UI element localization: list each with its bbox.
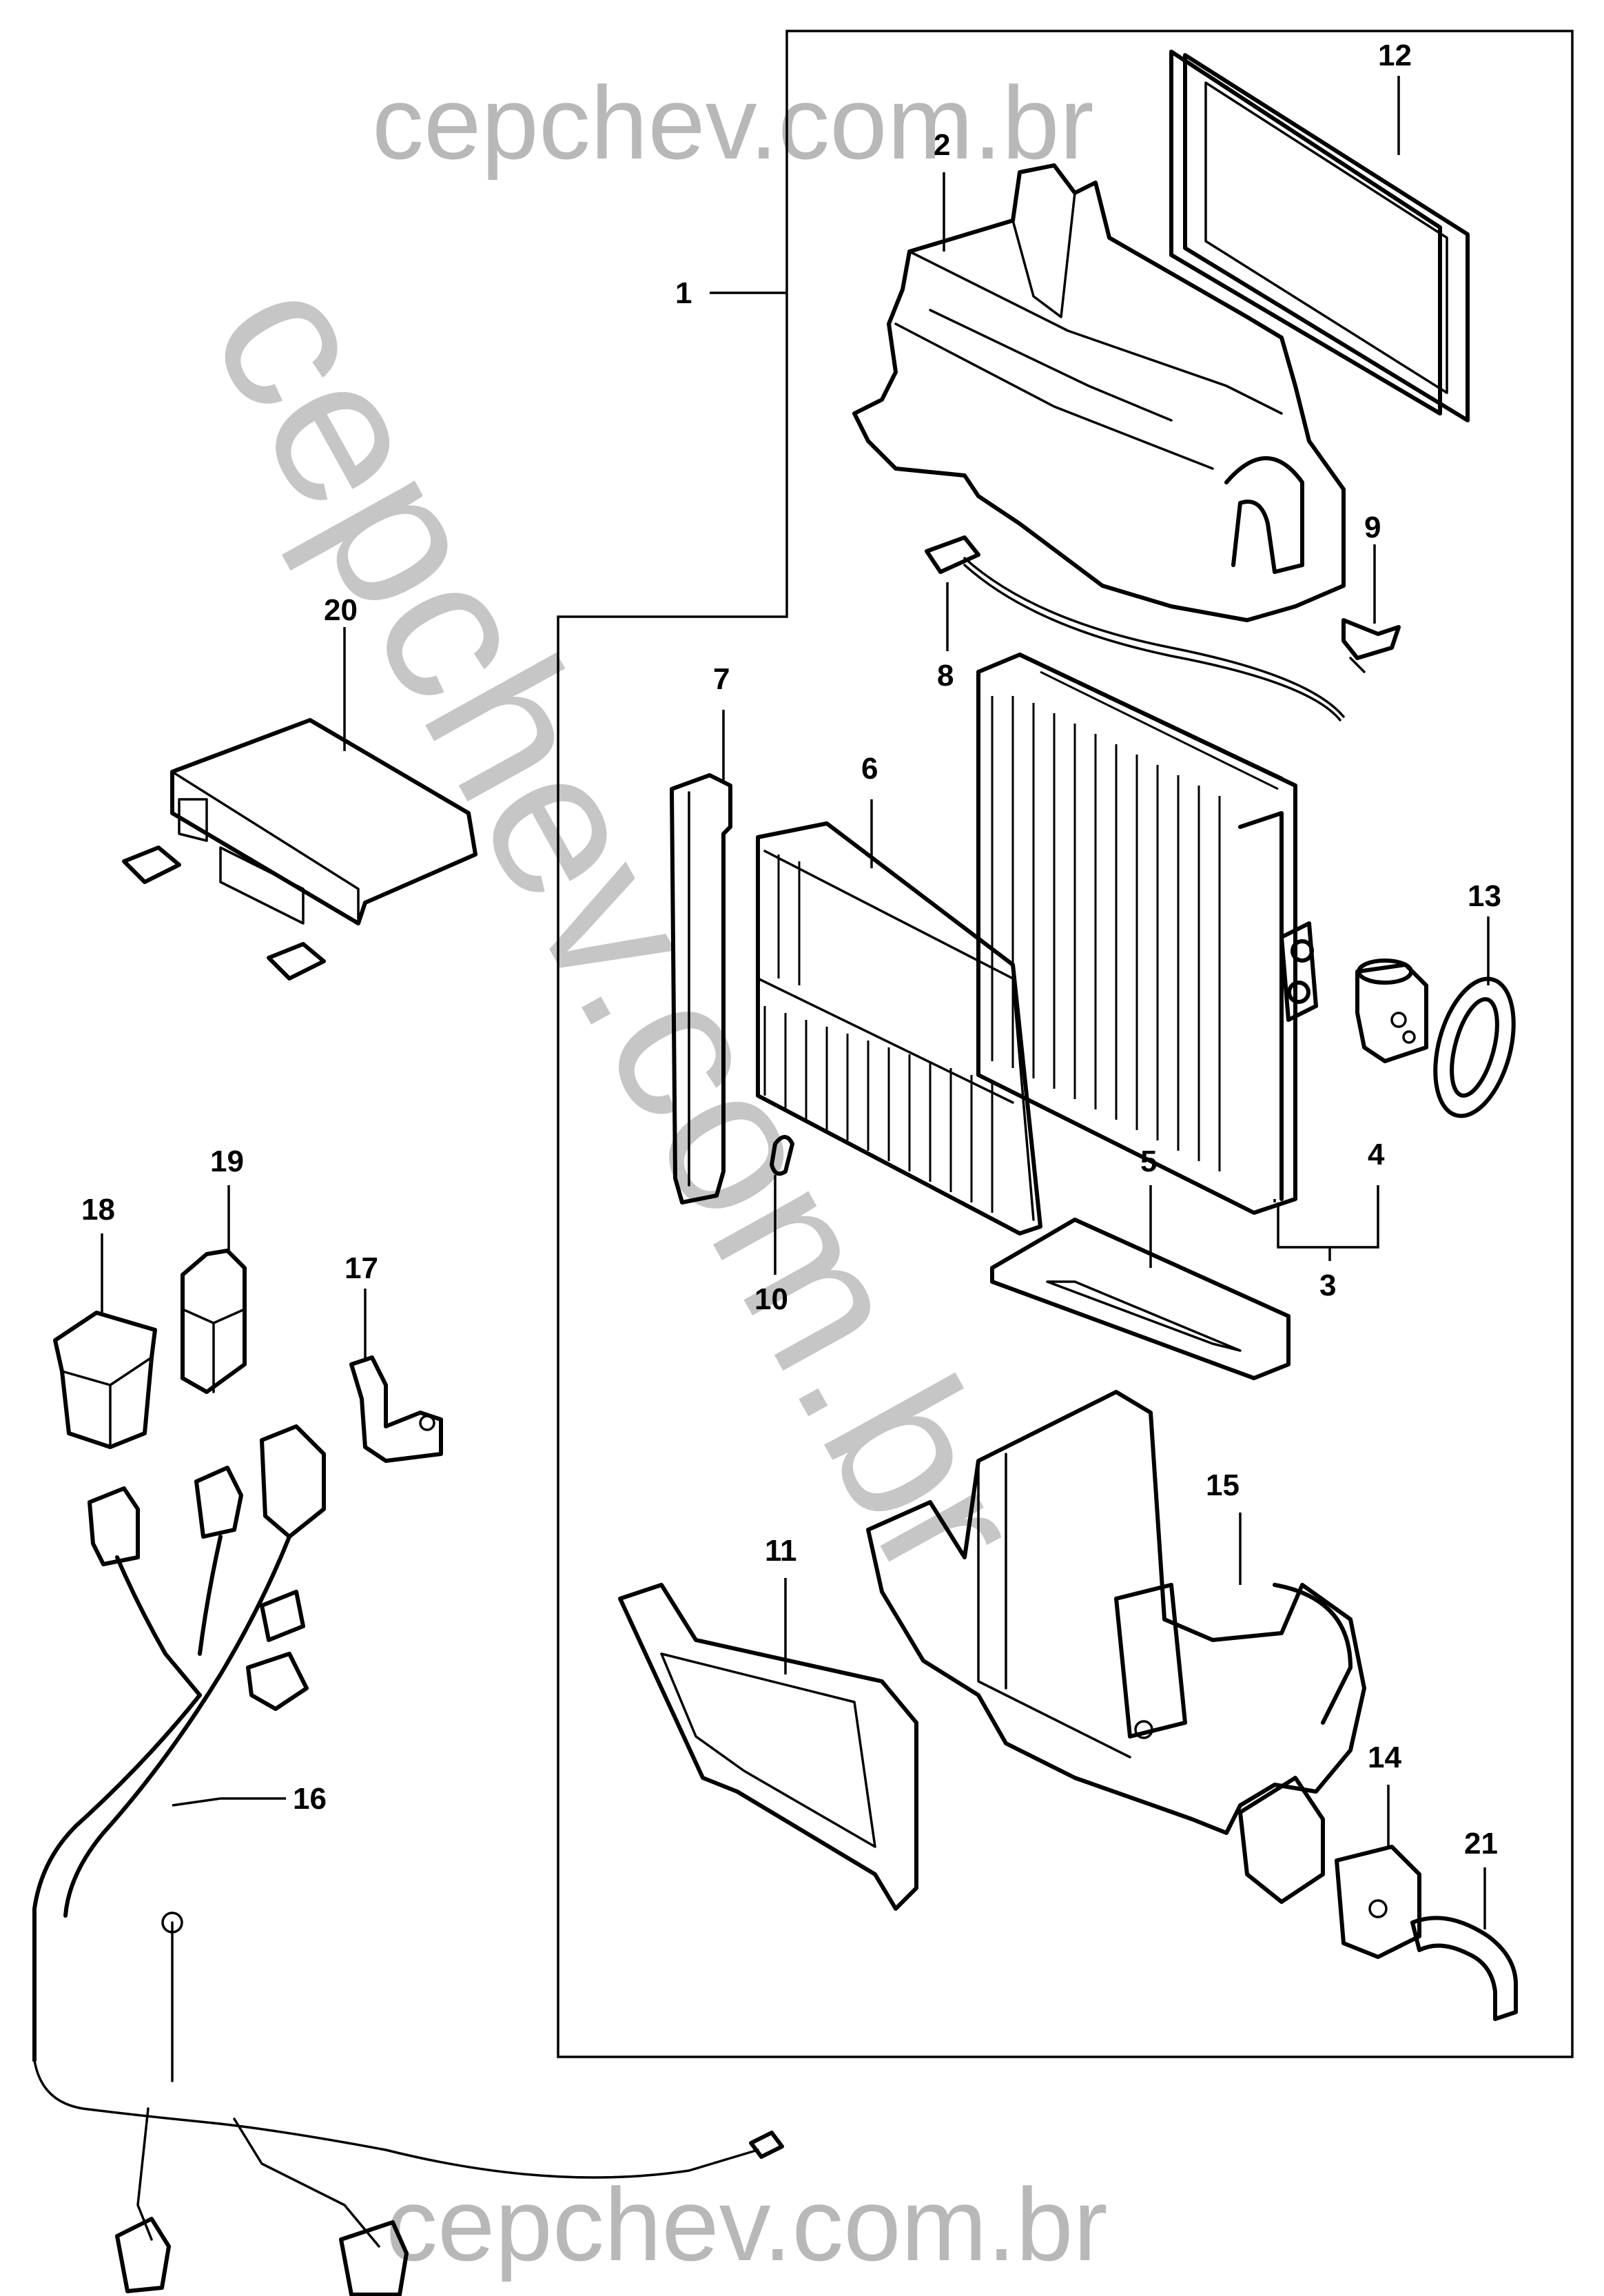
part-16-wiring-harness	[32, 1424, 784, 2296]
part-2-upper-case	[852, 163, 1346, 622]
watermark-top: cepchev.com.br	[372, 65, 1094, 181]
callout-15: 15	[1206, 1468, 1240, 1502]
part-13-grommet	[1433, 976, 1516, 1118]
part-15-lower-case	[866, 1390, 1366, 1835]
callout-4: 4	[1368, 1138, 1385, 1171]
callout-8: 8	[937, 659, 954, 693]
callout-7: 7	[713, 662, 730, 696]
callout-12: 12	[1378, 39, 1412, 72]
callout-1: 1	[675, 276, 692, 310]
watermark-diagonal: cepchev.com.br	[167, 240, 1071, 1615]
callout-6: 6	[861, 752, 878, 786]
assembly-frame	[557, 30, 1574, 2058]
part-10-clip	[770, 1135, 794, 1176]
callout-3: 3	[1319, 1269, 1336, 1302]
part-20-control-module	[122, 718, 477, 981]
watermark-bottom: cepchev.com.br	[386, 2166, 1108, 2282]
callouts: 1 2 3 4 5 6 7 8 9 10 11 12 13 14 15 16 1…	[81, 39, 1501, 1861]
part-8-sensor	[925, 535, 1345, 721]
part-14-actuator	[1238, 1776, 1421, 1959]
callout-2: 2	[934, 128, 950, 162]
callout-21: 21	[1464, 1827, 1498, 1861]
callout-13: 13	[1468, 879, 1501, 913]
callout-18: 18	[81, 1193, 115, 1227]
part-18-relay	[53, 1311, 157, 1449]
callout-5: 5	[1140, 1145, 1157, 1178]
part-12-gasket	[1169, 50, 1470, 422]
part-5-drain-tray	[990, 1218, 1291, 1380]
callout-9: 9	[1364, 511, 1381, 544]
callout-19: 19	[210, 1145, 244, 1178]
callout-20: 20	[324, 593, 358, 627]
callout-16: 16	[293, 1782, 327, 1816]
callout-14: 14	[1368, 1741, 1401, 1774]
part-6-cabin-filter	[756, 821, 1042, 1236]
callout-10: 10	[754, 1282, 788, 1316]
leader-lines	[101, 76, 1490, 1929]
part-9-clip	[1341, 618, 1401, 673]
part-7-filter-bracket	[670, 773, 732, 1205]
part-11-frame-seal	[618, 1583, 918, 1911]
part-19-relay	[181, 1249, 247, 1394]
part-4-expansion-valve	[1355, 959, 1428, 1063]
callout-11: 11	[765, 1534, 797, 1568]
part-17-bracket	[349, 1355, 443, 1463]
part-3-evaporator	[976, 653, 1318, 1215]
part-21-drain-hose	[1410, 1916, 1518, 2021]
callout-17: 17	[345, 1251, 378, 1285]
